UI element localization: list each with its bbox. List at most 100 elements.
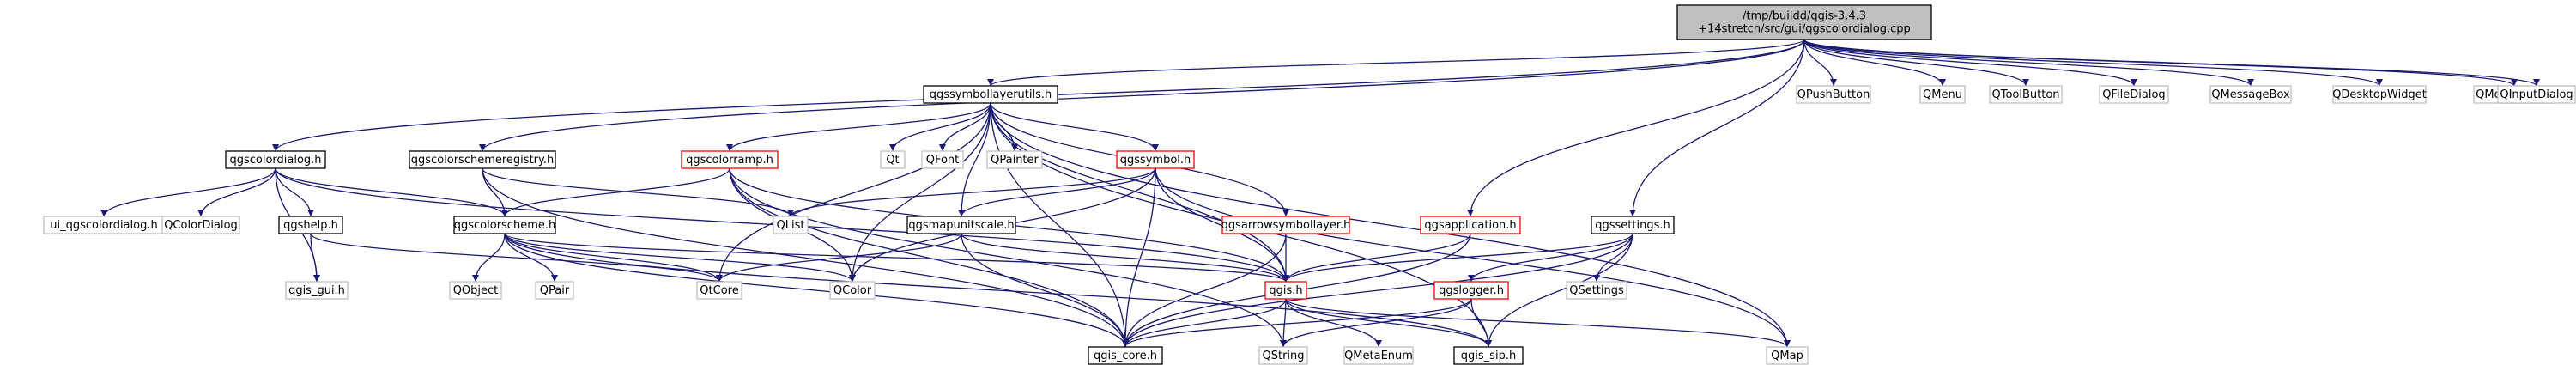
edge-qgssymbol_h-to-qgis_h (1155, 167, 1289, 283)
node-label-QFileDialog: QFileDialog (2102, 88, 2165, 101)
edge-qgssymbollayerutils_h-to-qgscolorramp_h (726, 102, 991, 152)
node-box-qgslogger_h (1433, 281, 1509, 300)
node-qgis_core_h[interactable]: qgis_core.h (1088, 346, 1163, 365)
edge-qgssymbollayerutils_h-to-qgis_core_h (990, 102, 1129, 348)
node-QObject: QObject (449, 281, 502, 300)
node-qgscolordialog_h[interactable]: qgscolordialog.h (225, 150, 326, 169)
node-label-QObject: QObject (453, 284, 499, 297)
node-box-QFileDialog (2099, 85, 2169, 104)
edge-root-to-QFileDialog (1803, 39, 2137, 87)
node-label-qgis_h: qgis.h (1269, 284, 1302, 297)
edge-qgscolordialog_h-to-qgscolorscheme_h (275, 167, 508, 217)
node-qgis_h[interactable]: qgis.h (1264, 281, 1307, 300)
node-label-QToolButton: QToolButton (1991, 88, 2059, 101)
edge-qgssymbollayerutils_h-to-qgis_h (990, 102, 1289, 283)
edge-root-to-QPushButton (1803, 39, 1837, 87)
node-label-ui_qgscolordialog_h: ui_qgscolordialog.h (50, 219, 157, 232)
edge-qgssymbollayerutils_h-to-QMap (990, 102, 1791, 348)
node-qgssymbol_h[interactable]: qgssymbol.h (1116, 150, 1195, 169)
edge-qgsmapunitscale_h-to-qgis_h (961, 233, 1289, 283)
node-box-QObject (449, 281, 502, 300)
node-label-qgscolorramp_h: qgscolorramp.h (686, 154, 773, 167)
node-label-QPair: QPair (540, 284, 570, 297)
node-label-qgssettings_h: qgssettings.h (1595, 219, 1670, 232)
node-box-QMenu (1919, 85, 1966, 104)
node-label-qgis_gui_h: qgis_gui.h (288, 284, 345, 297)
node-qgscolorramp_h[interactable]: qgscolorramp.h (681, 150, 779, 169)
node-box-qgsapplication_h (1420, 216, 1521, 234)
node-QString: QString (1258, 346, 1308, 365)
edge-qgssymbollayerutils_h-to-QColor (849, 102, 991, 283)
node-label-QString: QString (1262, 350, 1304, 362)
node-label-QList: QList (777, 219, 805, 232)
edge-qgsarrowsymbollayer_h-to-qgis_core_h (1122, 233, 1287, 348)
node-QPainter: QPainter (986, 150, 1043, 169)
edge-qgssymbollayerutils_h-to-Qt (889, 102, 991, 152)
edge-qgscolorramp_h-to-qgis_core_h (729, 167, 1129, 348)
node-box-qgis_h (1264, 281, 1307, 300)
node-label-QMessageBox: QMessageBox (2211, 88, 2290, 101)
edges-layer (100, 39, 2540, 348)
node-box-QColorDialog (161, 216, 240, 234)
node-label-QInputDialog: QInputDialog (2500, 88, 2573, 101)
node-QPushButton: QPushButton (1796, 85, 1871, 104)
edge-qgssymbol_h-to-QList (787, 167, 1156, 217)
edge-qgslogger_h-to-qgis_sip_h (1470, 298, 1492, 348)
node-qgscolorscheme_h[interactable]: qgscolorscheme.h (453, 216, 556, 234)
node-box-QSettings (1566, 281, 1627, 300)
node-QMenu: QMenu (1919, 85, 1966, 104)
node-qgsarrowsymbollayer_h[interactable]: qgsarrowsymbollayer.h (1221, 216, 1351, 234)
edge-qgscolorscheme_h-to-qgis_h (504, 233, 1289, 283)
edge-qgssettings_h-to-qgis_core_h (1122, 233, 1633, 348)
node-box-QInputDialog (2497, 85, 2576, 104)
node-label-qgslogger_h: qgslogger.h (1439, 284, 1504, 297)
node-qgscolorschemeregistry_h[interactable]: qgscolorschemeregistry.h (409, 150, 556, 169)
node-box-root (1676, 4, 1932, 40)
node-qgis_sip_h[interactable]: qgis_sip.h (1453, 346, 1524, 365)
node-box-QMessageBox (2209, 85, 2292, 104)
node-box-qgssettings_h (1591, 216, 1675, 234)
edge-qgis_h-to-qgis_core_h (1122, 298, 1287, 348)
node-label-qgsapplication_h: qgsapplication.h (1424, 219, 1516, 232)
edge-qgssymbol_h-to-QMap (1155, 167, 1791, 348)
edge-qgscolorramp_h-to-qgscolorscheme_h (501, 167, 730, 217)
edge-qgsapplication_h-to-qgis_h (1282, 233, 1471, 283)
edge-qgslogger_h-to-QString (1280, 298, 1472, 348)
edge-qgscolordialog_h-to-QColorDialog (197, 167, 276, 217)
edge-root-to-qgsapplication_h (1467, 39, 1805, 217)
edge-root-to-qgssettings_h (1629, 39, 1805, 217)
edge-qgscolorscheme_h-to-QPair (504, 233, 558, 283)
edge-qgslogger_h-to-qgis_core_h (1122, 298, 1472, 348)
node-label-qgis_sip_h: qgis_sip.h (1461, 350, 1516, 362)
node-label-qgsarrowsymbollayer_h: qgsarrowsymbollayer.h (1221, 219, 1351, 232)
node-qgslogger_h[interactable]: qgslogger.h (1433, 281, 1509, 300)
edge-qgscolordialog_h-to-ui_qgscolordialog_h (100, 167, 276, 217)
node-box-qgscolorscheme_h (453, 216, 556, 234)
node-qgshelp_h[interactable]: qgshelp.h (278, 216, 343, 234)
node-box-QPainter (986, 150, 1043, 169)
node-label-QCore: QtCore (700, 284, 738, 297)
node-label-root: +14stretch/src/gui/qgscolordialog.cpp (1698, 23, 1911, 36)
node-box-qgscolordialog_h (225, 150, 326, 169)
node-QSettings: QSettings (1566, 281, 1627, 300)
edge-qgshelp_h-to-qgis_gui_h (310, 233, 320, 283)
node-qgssettings_h[interactable]: qgssettings.h (1591, 216, 1675, 234)
node-QInputDialog: QInputDialog (2497, 85, 2576, 104)
edge-qgshelp_h-to-QCore (310, 233, 723, 283)
edge-qgssymbollayerutils_h-to-qgssymbol_h (990, 102, 1159, 152)
node-QFont: QFont (921, 150, 964, 169)
edge-qgssymbollayerutils_h-to-QCore (716, 102, 991, 283)
node-qgsmapunitscale_h[interactable]: qgsmapunitscale.h (906, 216, 1016, 234)
node-box-QColor (829, 281, 876, 300)
node-label-QDesktopWidget: QDesktopWidget (2332, 88, 2427, 101)
node-box-QList (773, 216, 809, 234)
node-box-QCore (696, 281, 742, 300)
node-qgssymbollayerutils_h[interactable]: qgssymbollayerutils.h (923, 85, 1058, 104)
node-box-QMetaEnum (1343, 346, 1414, 365)
node-box-QPushButton (1796, 85, 1871, 104)
node-qgsapplication_h[interactable]: qgsapplication.h (1420, 216, 1521, 234)
node-QMap: QMap (1766, 346, 1809, 365)
edge-qgscolorscheme_h-to-QColor (504, 233, 856, 283)
node-box-qgis_gui_h (285, 281, 349, 300)
